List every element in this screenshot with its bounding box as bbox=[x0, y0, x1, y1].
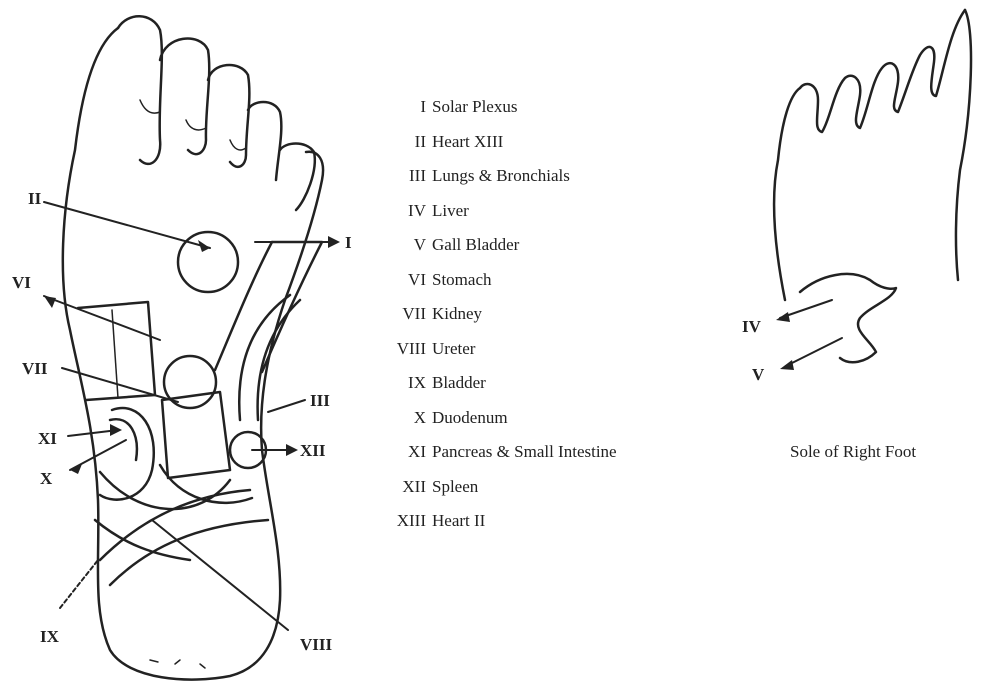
liver-zone bbox=[800, 274, 896, 362]
label-iv: IV bbox=[742, 318, 761, 335]
right-foot-outline bbox=[774, 10, 971, 300]
label-v: V bbox=[752, 366, 764, 383]
right-foot-caption: Sole of Right Foot bbox=[790, 442, 916, 462]
right-foot-toes bbox=[800, 10, 965, 132]
